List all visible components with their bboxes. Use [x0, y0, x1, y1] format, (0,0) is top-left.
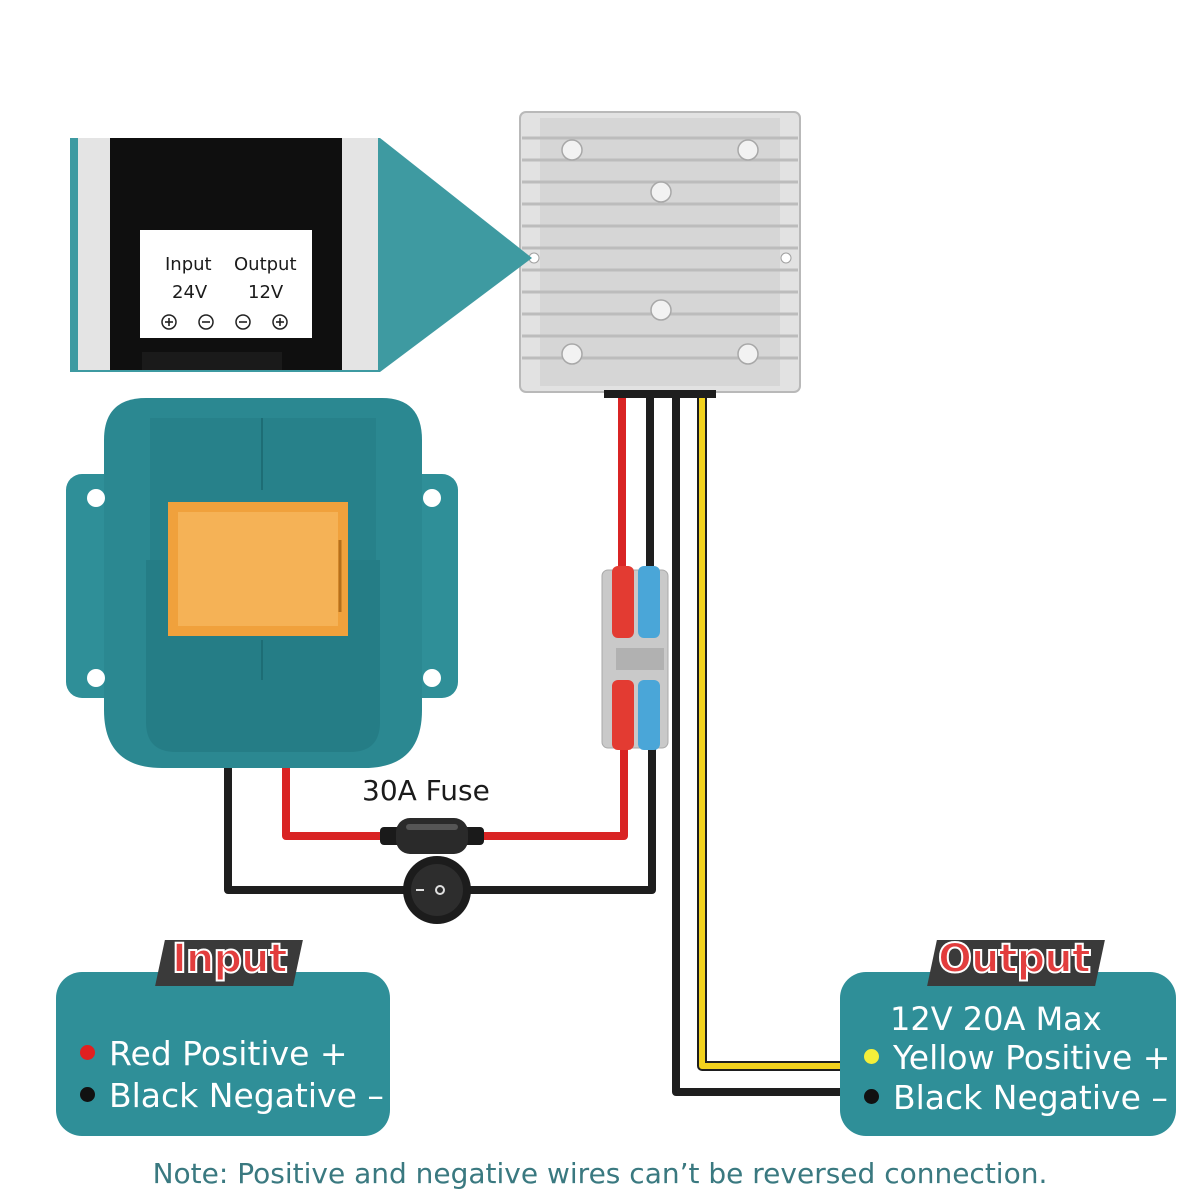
output-panel: 12V 20A Max Yellow Positive + Black Nega… — [840, 972, 1176, 1136]
output-tag: Output — [937, 935, 1092, 983]
output-rating: 12V 20A Max — [890, 1000, 1102, 1038]
input-tag: Input — [171, 935, 289, 983]
wire-black-output — [672, 398, 842, 1096]
label-input-voltage: 24V — [172, 282, 208, 303]
battery-adapter — [66, 398, 458, 768]
lever-connector — [601, 566, 669, 750]
label-input-title: Input — [165, 254, 212, 275]
output-black-row: Black Negative – — [864, 1078, 1168, 1117]
input-red-text: Red Positive + — [109, 1034, 348, 1073]
output-black-text: Black Negative – — [893, 1078, 1168, 1117]
wires — [224, 398, 842, 1096]
dc-dc-converter — [519, 111, 801, 398]
red-dot-icon — [80, 1045, 95, 1060]
input-black-text: Black Negative – — [109, 1076, 384, 1115]
input-panel: Red Positive + Black Negative – — [56, 972, 390, 1136]
wire-red-input — [282, 768, 396, 840]
rocker-switch — [403, 856, 471, 924]
label-output-voltage: 12V — [248, 282, 284, 303]
fuse-label: 30A Fuse — [362, 774, 490, 807]
output-yellow-text: Yellow Positive + — [893, 1038, 1171, 1077]
fuse — [380, 818, 484, 854]
label-callout — [70, 138, 532, 372]
black-dot-icon — [80, 1087, 95, 1102]
wire-black-input — [224, 768, 408, 894]
output-yellow-row: Yellow Positive + — [864, 1038, 1170, 1077]
input-black-row: Black Negative – — [80, 1076, 384, 1115]
warning-note: Note: Positive and negative wires can’t … — [152, 1157, 1048, 1190]
input-red-row: Red Positive + — [80, 1034, 348, 1073]
yellow-dot-icon — [864, 1049, 879, 1064]
black-dot-icon — [864, 1089, 879, 1104]
wire-yellow-output — [699, 398, 842, 1069]
label-output-title: Output — [234, 254, 297, 275]
